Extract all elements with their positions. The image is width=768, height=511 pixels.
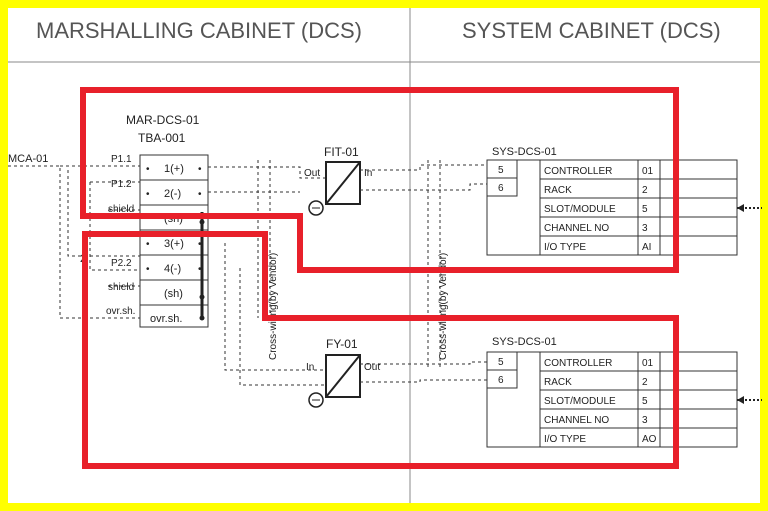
terminal-7: ovr.sh. [150, 313, 182, 325]
header-marshalling: MARSHALLING CABINET (DCS) [36, 18, 362, 43]
row-label: CONTROLLER [544, 166, 612, 177]
pair-labels: P1.1 P1.2 shield P2.2 shield ovr.sh. [106, 154, 135, 317]
barrier-out-label: Out [364, 362, 380, 373]
row-value: 2 [642, 185, 648, 196]
arrow-icon [737, 396, 744, 404]
svg-text:•: • [146, 189, 150, 200]
svg-text:•: • [198, 189, 202, 200]
row-label: RACK [544, 185, 572, 196]
barrier-fy-01: FY-01 In Out [306, 337, 380, 408]
highlight-loop-2 [82, 231, 679, 469]
svg-text:•: • [198, 239, 202, 250]
row-value: AI [642, 242, 651, 253]
channel-number: 6 [498, 183, 504, 194]
row-value: 2 [642, 377, 648, 388]
pair-label: shield [108, 282, 134, 293]
cross-wiring-left [208, 160, 325, 386]
system-cabinet-tag: SYS-DCS-01 [492, 146, 557, 158]
row-value: 3 [642, 415, 648, 426]
row-value: 3 [642, 223, 648, 234]
row-label: CONTROLLER [544, 358, 612, 369]
terminal-6: (sh) [164, 288, 183, 300]
system-panel-2: SYS-DCS-01 5 6 CONTROLLER RACK SLOT/MODU… [486, 336, 762, 448]
barrier-tag: FY-01 [326, 337, 358, 351]
terminal-1: 1(+) [164, 163, 184, 175]
system-panel-1: SYS-DCS-01 5 6 CONTROLLER RACK SLOT/MODU… [486, 146, 762, 256]
cross-wiring-label-left: Cross-wiring(by Vendor) [268, 253, 279, 360]
barrier-in-label: Out [304, 168, 320, 179]
svg-text:•: • [146, 164, 150, 175]
cross-wiring-label-right: Cross-wiring(by Vendor) [438, 253, 449, 360]
cross-wiring-right [360, 160, 487, 383]
barrier-fit-01: FIT-01 Out In [304, 145, 372, 216]
row-label: SLOT/MODULE [544, 396, 616, 407]
channel-number: 6 [498, 375, 504, 386]
pair-label: P2.2 [111, 258, 132, 269]
row-value: 5 [642, 396, 648, 407]
highlight-loop-1 [80, 87, 679, 273]
terminal-block-tag: TBA-001 [138, 131, 186, 145]
row-value: 01 [642, 166, 654, 177]
incoming-cable-label: MCA-01 [8, 153, 48, 165]
system-cabinet-tag: SYS-DCS-01 [492, 336, 557, 348]
row-label: SLOT/MODULE [544, 204, 616, 215]
svg-text:•: • [198, 264, 202, 275]
row-label: I/O TYPE [544, 434, 586, 445]
svg-text:•: • [146, 264, 150, 275]
barrier-out-label: In [364, 168, 372, 179]
header-system: SYSTEM CABINET (DCS) [462, 18, 721, 43]
row-value: 5 [642, 204, 648, 215]
marshalling-cabinet-tag: MAR-DCS-01 [126, 113, 200, 127]
barrier-tag: FIT-01 [324, 145, 359, 159]
terminal-2: 2(-) [164, 188, 181, 200]
row-label: CHANNEL NO [544, 223, 609, 234]
pair-label: ovr.sh. [106, 306, 135, 317]
incoming-cable-lines [8, 165, 140, 319]
channel-number: 5 [498, 357, 504, 368]
row-label: I/O TYPE [544, 242, 586, 253]
row-label: RACK [544, 377, 572, 388]
row-value: 01 [642, 358, 654, 369]
terminal-4: 3(+) [164, 238, 184, 250]
pair-label: P1.2 [111, 179, 132, 190]
terminal-5: 4(-) [164, 263, 181, 275]
arrow-icon [737, 204, 744, 212]
row-label: CHANNEL NO [544, 415, 609, 426]
svg-text:•: • [146, 239, 150, 250]
channel-number: 5 [498, 165, 504, 176]
terminal-block: • • • • • • • • 1(+) 2(-) (sh) 3(+) 4(-)… [139, 154, 209, 328]
row-value: AO [642, 434, 657, 445]
svg-text:•: • [198, 164, 202, 175]
pair-label: P1.1 [111, 154, 132, 165]
barrier-in-label: In [306, 362, 314, 373]
pair-label: shield [108, 204, 134, 215]
